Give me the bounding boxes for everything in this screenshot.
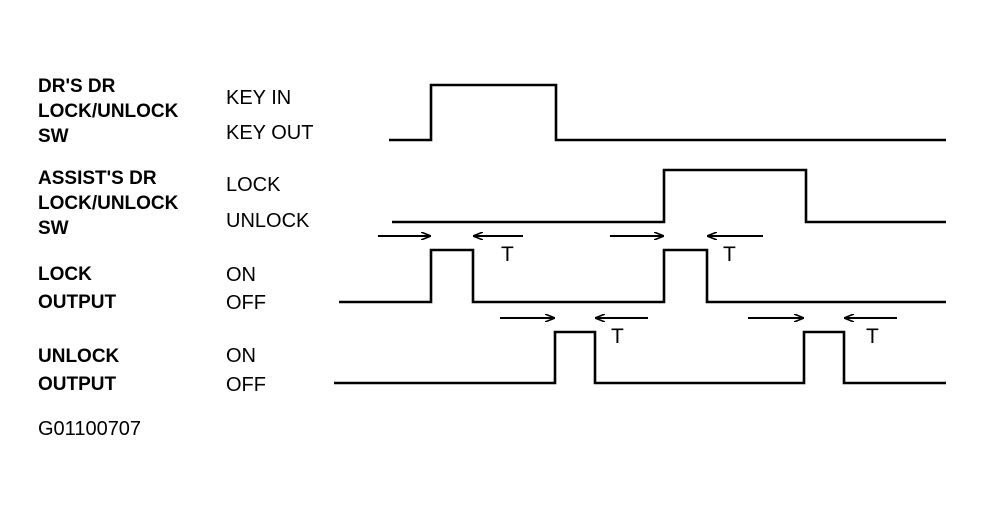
signal-name-lock-output: LOCK OUTPUT: [38, 262, 116, 315]
delay-label: T: [866, 325, 879, 348]
waveform-unlock-output: [334, 330, 946, 385]
signal-name-assist-door-switch: ASSIST'S DR LOCK/UNLOCK SW: [38, 166, 178, 241]
waveform-drivers-door-switch: [389, 83, 946, 142]
signal-name-line: ASSIST'S DR: [38, 168, 157, 189]
signal-name-line: LOCK/UNLOCK: [38, 193, 179, 214]
state-label-key-in: KEY IN: [226, 87, 292, 109]
state-label-lock: LOCK: [226, 174, 281, 196]
state-label-unlock: UNLOCK: [226, 210, 310, 232]
signal-name-drivers-door-switch: DR'S DR LOCK/UNLOCK SW: [38, 74, 178, 149]
figure-id: G01100707: [38, 418, 142, 440]
state-label-lock-output-off: OFF: [226, 292, 266, 314]
delay-label: T: [611, 325, 624, 348]
signal-name-line: LOCK/UNLOCK: [38, 101, 179, 122]
delay-label: T: [501, 243, 514, 266]
signal-name-line: UNLOCK: [38, 346, 120, 367]
waveform-lock-output: [339, 248, 946, 304]
signal-name-line: OUTPUT: [38, 292, 117, 313]
signal-name-line: LOCK: [38, 264, 92, 285]
signal-name-unlock-output: UNLOCK OUTPUT: [38, 344, 119, 397]
signal-name-line: SW: [38, 218, 69, 239]
state-label-key-out: KEY OUT: [226, 122, 314, 144]
signal-name-line: SW: [38, 126, 69, 147]
delay-label: T: [723, 243, 736, 266]
state-label-unlock-output-off: OFF: [226, 374, 266, 396]
waveform-assist-door-switch: [392, 168, 946, 224]
signal-name-line: DR'S DR: [38, 76, 116, 97]
state-label-lock-output-on: ON: [226, 264, 256, 286]
signal-name-line: OUTPUT: [38, 374, 117, 395]
state-label-unlock-output-on: ON: [226, 345, 256, 367]
